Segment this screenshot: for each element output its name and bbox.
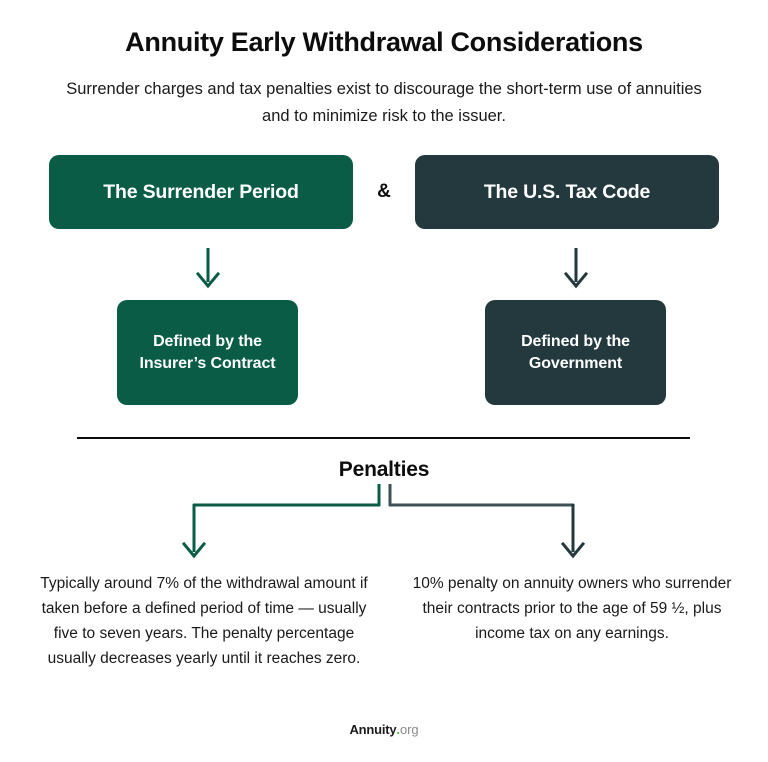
penalties-heading: Penalties [338, 458, 430, 481]
box-surrender-period: The Surrender Period [49, 155, 353, 229]
down-arrow-icon [195, 248, 221, 289]
section-divider [77, 437, 690, 439]
ampersand-connector: & [377, 181, 391, 202]
branch-connector-right [388, 484, 586, 559]
penalties-branch-connectors [181, 484, 586, 559]
branch-connector-left [181, 484, 381, 559]
box-us-tax-code: The U.S. Tax Code [415, 155, 719, 229]
logo-wordmark: Annuity [349, 722, 397, 737]
footer-logo: Annuity.org [0, 722, 768, 737]
page-title: Annuity Early Withdrawal Considerations [125, 27, 643, 57]
box-defined-by-insurer-contract: Defined by the Insurer’s Contract [117, 300, 298, 405]
logo-tld: org [400, 722, 419, 737]
penalty-text-surrender: Typically around 7% of the withdrawal am… [40, 575, 368, 667]
logo-dot: . [396, 722, 401, 737]
page-subtitle: Surrender charges and tax penalties exis… [66, 80, 702, 125]
penalty-text-tax: 10% penalty on annuity owners who surren… [412, 575, 732, 642]
down-arrow-icon [563, 248, 589, 289]
box-defined-by-government: Defined by the Government [485, 300, 666, 405]
